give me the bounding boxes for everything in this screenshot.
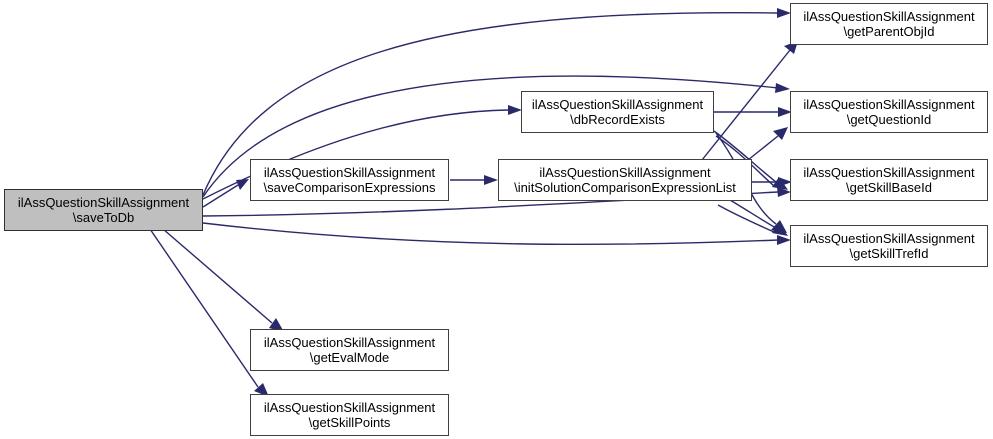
node-class-name: ilAssQuestionSkillAssignment bbox=[17, 194, 190, 210]
node-method-name: \getSkillPoints bbox=[308, 415, 391, 430]
node-class-name: ilAssQuestionSkillAssignment bbox=[803, 164, 975, 180]
edge-saveToDb-to-saveComparisonExpressions bbox=[202, 179, 249, 208]
edge-initSolutionComparisonExpressionList-to-getSkillBaseId bbox=[752, 177, 792, 187]
node-method-name: \getParentObjId bbox=[843, 24, 935, 39]
node-getEvalMode[interactable]: ilAssQuestionSkillAssignment \getEvalMod… bbox=[250, 329, 449, 371]
node-method-name: \saveComparisonExpressions bbox=[263, 180, 436, 195]
node-class-name: ilAssQuestionSkillAssignment bbox=[531, 96, 704, 112]
node-method-name: \dbRecordExists bbox=[570, 112, 665, 127]
edge-initSolutionComparisonExpressionList-to-getParentObjId bbox=[701, 41, 798, 161]
node-class-name: ilAssQuestionSkillAssignment bbox=[539, 164, 711, 180]
edge-saveToDb-to-getEvalMode bbox=[162, 228, 284, 332]
node-dbRecordExists[interactable]: ilAssQuestionSkillAssignment \dbRecordEx… bbox=[521, 91, 714, 133]
node-getSkillPoints[interactable]: ilAssQuestionSkillAssignment \getSkillPo… bbox=[250, 394, 449, 436]
edge-saveToDb-to-getSkillTrefId bbox=[202, 222, 791, 246]
edge-saveComparisonExpressions-to-initSolutionComparisonExpressionList bbox=[450, 175, 498, 185]
node-method-name: \getSkillTrefId bbox=[849, 246, 929, 261]
edge-dbRecordExists-to-getQuestionId bbox=[714, 107, 792, 117]
node-class-name: ilAssQuestionSkillAssignment bbox=[263, 399, 436, 415]
node-saveComparisonExpressions[interactable]: ilAssQuestionSkillAssignment \saveCompar… bbox=[250, 159, 449, 201]
edge-initSolutionComparisonExpressionList-to-getQuestionId bbox=[747, 127, 788, 161]
node-method-name: \initSolutionComparisonExpressionList bbox=[514, 180, 736, 195]
node-getQuestionId[interactable]: ilAssQuestionSkillAssignment \getQuestio… bbox=[790, 91, 988, 133]
node-getParentObjId[interactable]: ilAssQuestionSkillAssignment \getParentO… bbox=[790, 3, 988, 45]
node-getSkillTrefId[interactable]: ilAssQuestionSkillAssignment \getSkillTr… bbox=[790, 225, 988, 267]
node-method-name: \getSkillBaseId bbox=[846, 180, 932, 195]
node-class-name: ilAssQuestionSkillAssignment bbox=[803, 8, 975, 24]
node-method-name: \saveToDb bbox=[72, 210, 135, 225]
node-class-name: ilAssQuestionSkillAssignment bbox=[263, 164, 436, 180]
node-getSkillBaseId[interactable]: ilAssQuestionSkillAssignment \getSkillBa… bbox=[790, 159, 988, 201]
edge-initSolutionComparisonExpressionList-to-getSkillTrefId bbox=[729, 199, 788, 236]
node-method-name: \getQuestionId bbox=[846, 112, 932, 127]
node-class-name: ilAssQuestionSkillAssignment bbox=[803, 230, 975, 246]
node-saveToDb[interactable]: ilAssQuestionSkillAssignment \saveToDb bbox=[4, 189, 203, 231]
node-class-name: ilAssQuestionSkillAssignment bbox=[263, 334, 436, 350]
node-class-name: ilAssQuestionSkillAssignment bbox=[803, 96, 975, 112]
node-method-name: \getEvalMode bbox=[309, 350, 390, 365]
edge-saveToDb-to-getSkillPoints bbox=[149, 228, 269, 397]
node-initSolutionComparisonExpressionList[interactable]: ilAssQuestionSkillAssignment \initSoluti… bbox=[498, 159, 752, 201]
